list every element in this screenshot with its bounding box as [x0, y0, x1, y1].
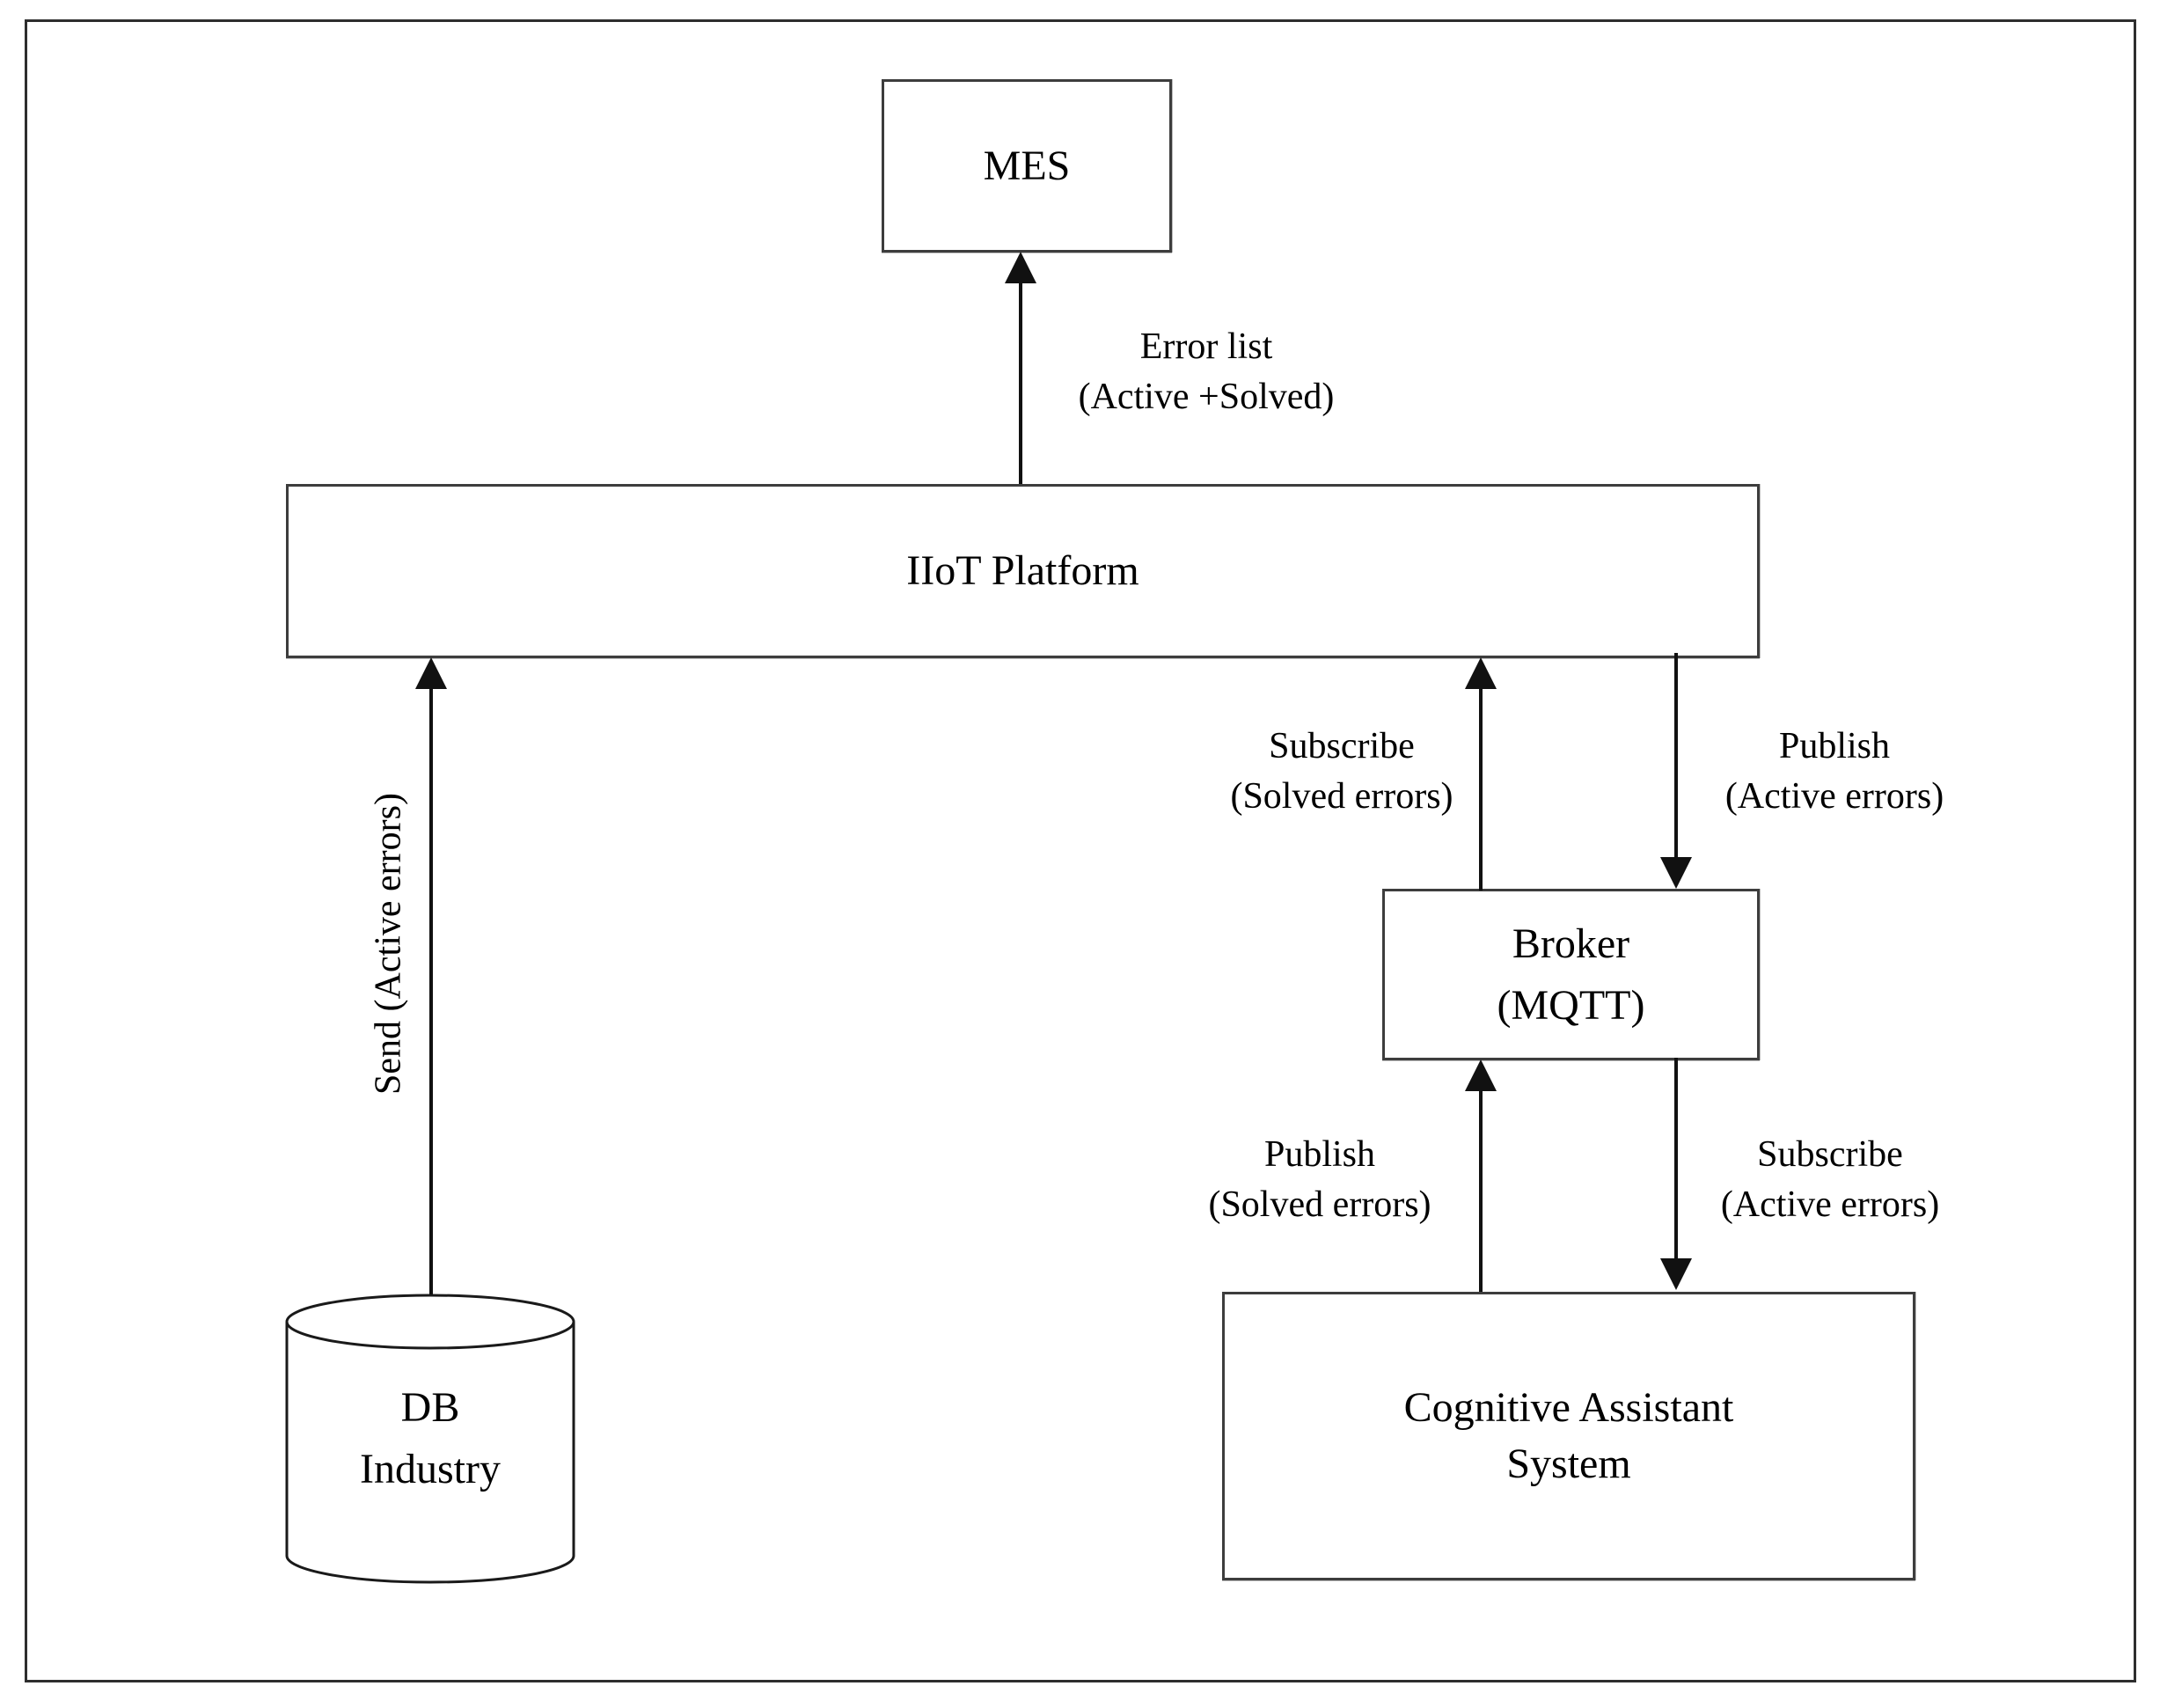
- edge-label-line: (Solved errors): [1230, 776, 1453, 817]
- arrowhead-down-icon: [1660, 857, 1692, 889]
- arrow-line: [1674, 653, 1678, 859]
- edge-label-subscribe-solved: Subscribe (Solved errors): [1166, 722, 1518, 822]
- node-cas-label-line2: System: [1506, 1440, 1631, 1487]
- node-mes-label: MES: [983, 142, 1071, 189]
- edge-label-line: Publish: [1778, 726, 1891, 766]
- node-mes: MES: [882, 79, 1172, 253]
- node-db-industry: DB Industry: [284, 1293, 576, 1585]
- edge-label-subscribe-active: Subscribe (Active errors): [1654, 1130, 2006, 1230]
- edge-label-line: (Active errors): [1724, 776, 1944, 817]
- edge-label-line: (Active +Solved): [1078, 377, 1335, 417]
- database-cylinder-icon: [285, 1294, 575, 1584]
- edge-label-line: (Solved errors): [1208, 1184, 1431, 1225]
- edge-label-line: (Active errors): [1720, 1184, 1940, 1225]
- arrowhead-down-icon: [1660, 1258, 1692, 1290]
- arrow-line: [1019, 282, 1022, 484]
- node-db-label-line2: Industry: [360, 1446, 501, 1492]
- arrow-line: [429, 687, 433, 1294]
- node-broker-mqtt: Broker (MQTT): [1382, 889, 1760, 1060]
- node-iiot-platform-label: IIoT Platform: [906, 547, 1139, 594]
- node-db-label-line1: DB: [400, 1384, 460, 1431]
- edge-label-error-list: Error list (Active +Solved): [1030, 322, 1382, 422]
- edge-label-send-active: Send (Active errors): [368, 793, 409, 1095]
- edge-label-line: Subscribe: [1269, 726, 1415, 766]
- node-cognitive-assistant-system: Cognitive Assistant System: [1222, 1292, 1915, 1580]
- edge-label-line: Subscribe: [1757, 1134, 1903, 1175]
- node-cas-label-line1: Cognitive Assistant: [1403, 1384, 1734, 1431]
- arrow-line: [1479, 687, 1483, 891]
- edge-label-publish-solved: Publish (Solved errors): [1144, 1130, 1496, 1230]
- arrowhead-up-icon: [1005, 252, 1036, 283]
- node-iiot-platform: IIoT Platform: [286, 484, 1760, 658]
- edge-label-publish-active: Publish (Active errors): [1658, 722, 2010, 822]
- arrowhead-up-icon: [1465, 1059, 1497, 1091]
- node-broker-label-line2: (MQTT): [1497, 981, 1645, 1029]
- edge-label-line: Error list: [1139, 326, 1273, 367]
- node-db-label: DB Industry: [284, 1377, 576, 1500]
- arrow-line: [1674, 1058, 1678, 1260]
- arrowhead-up-icon: [415, 657, 447, 689]
- node-broker-label-line1: Broker: [1512, 920, 1630, 967]
- edge-label-line: Publish: [1263, 1134, 1376, 1175]
- arrowhead-up-icon: [1465, 657, 1497, 689]
- arrow-line: [1479, 1089, 1483, 1292]
